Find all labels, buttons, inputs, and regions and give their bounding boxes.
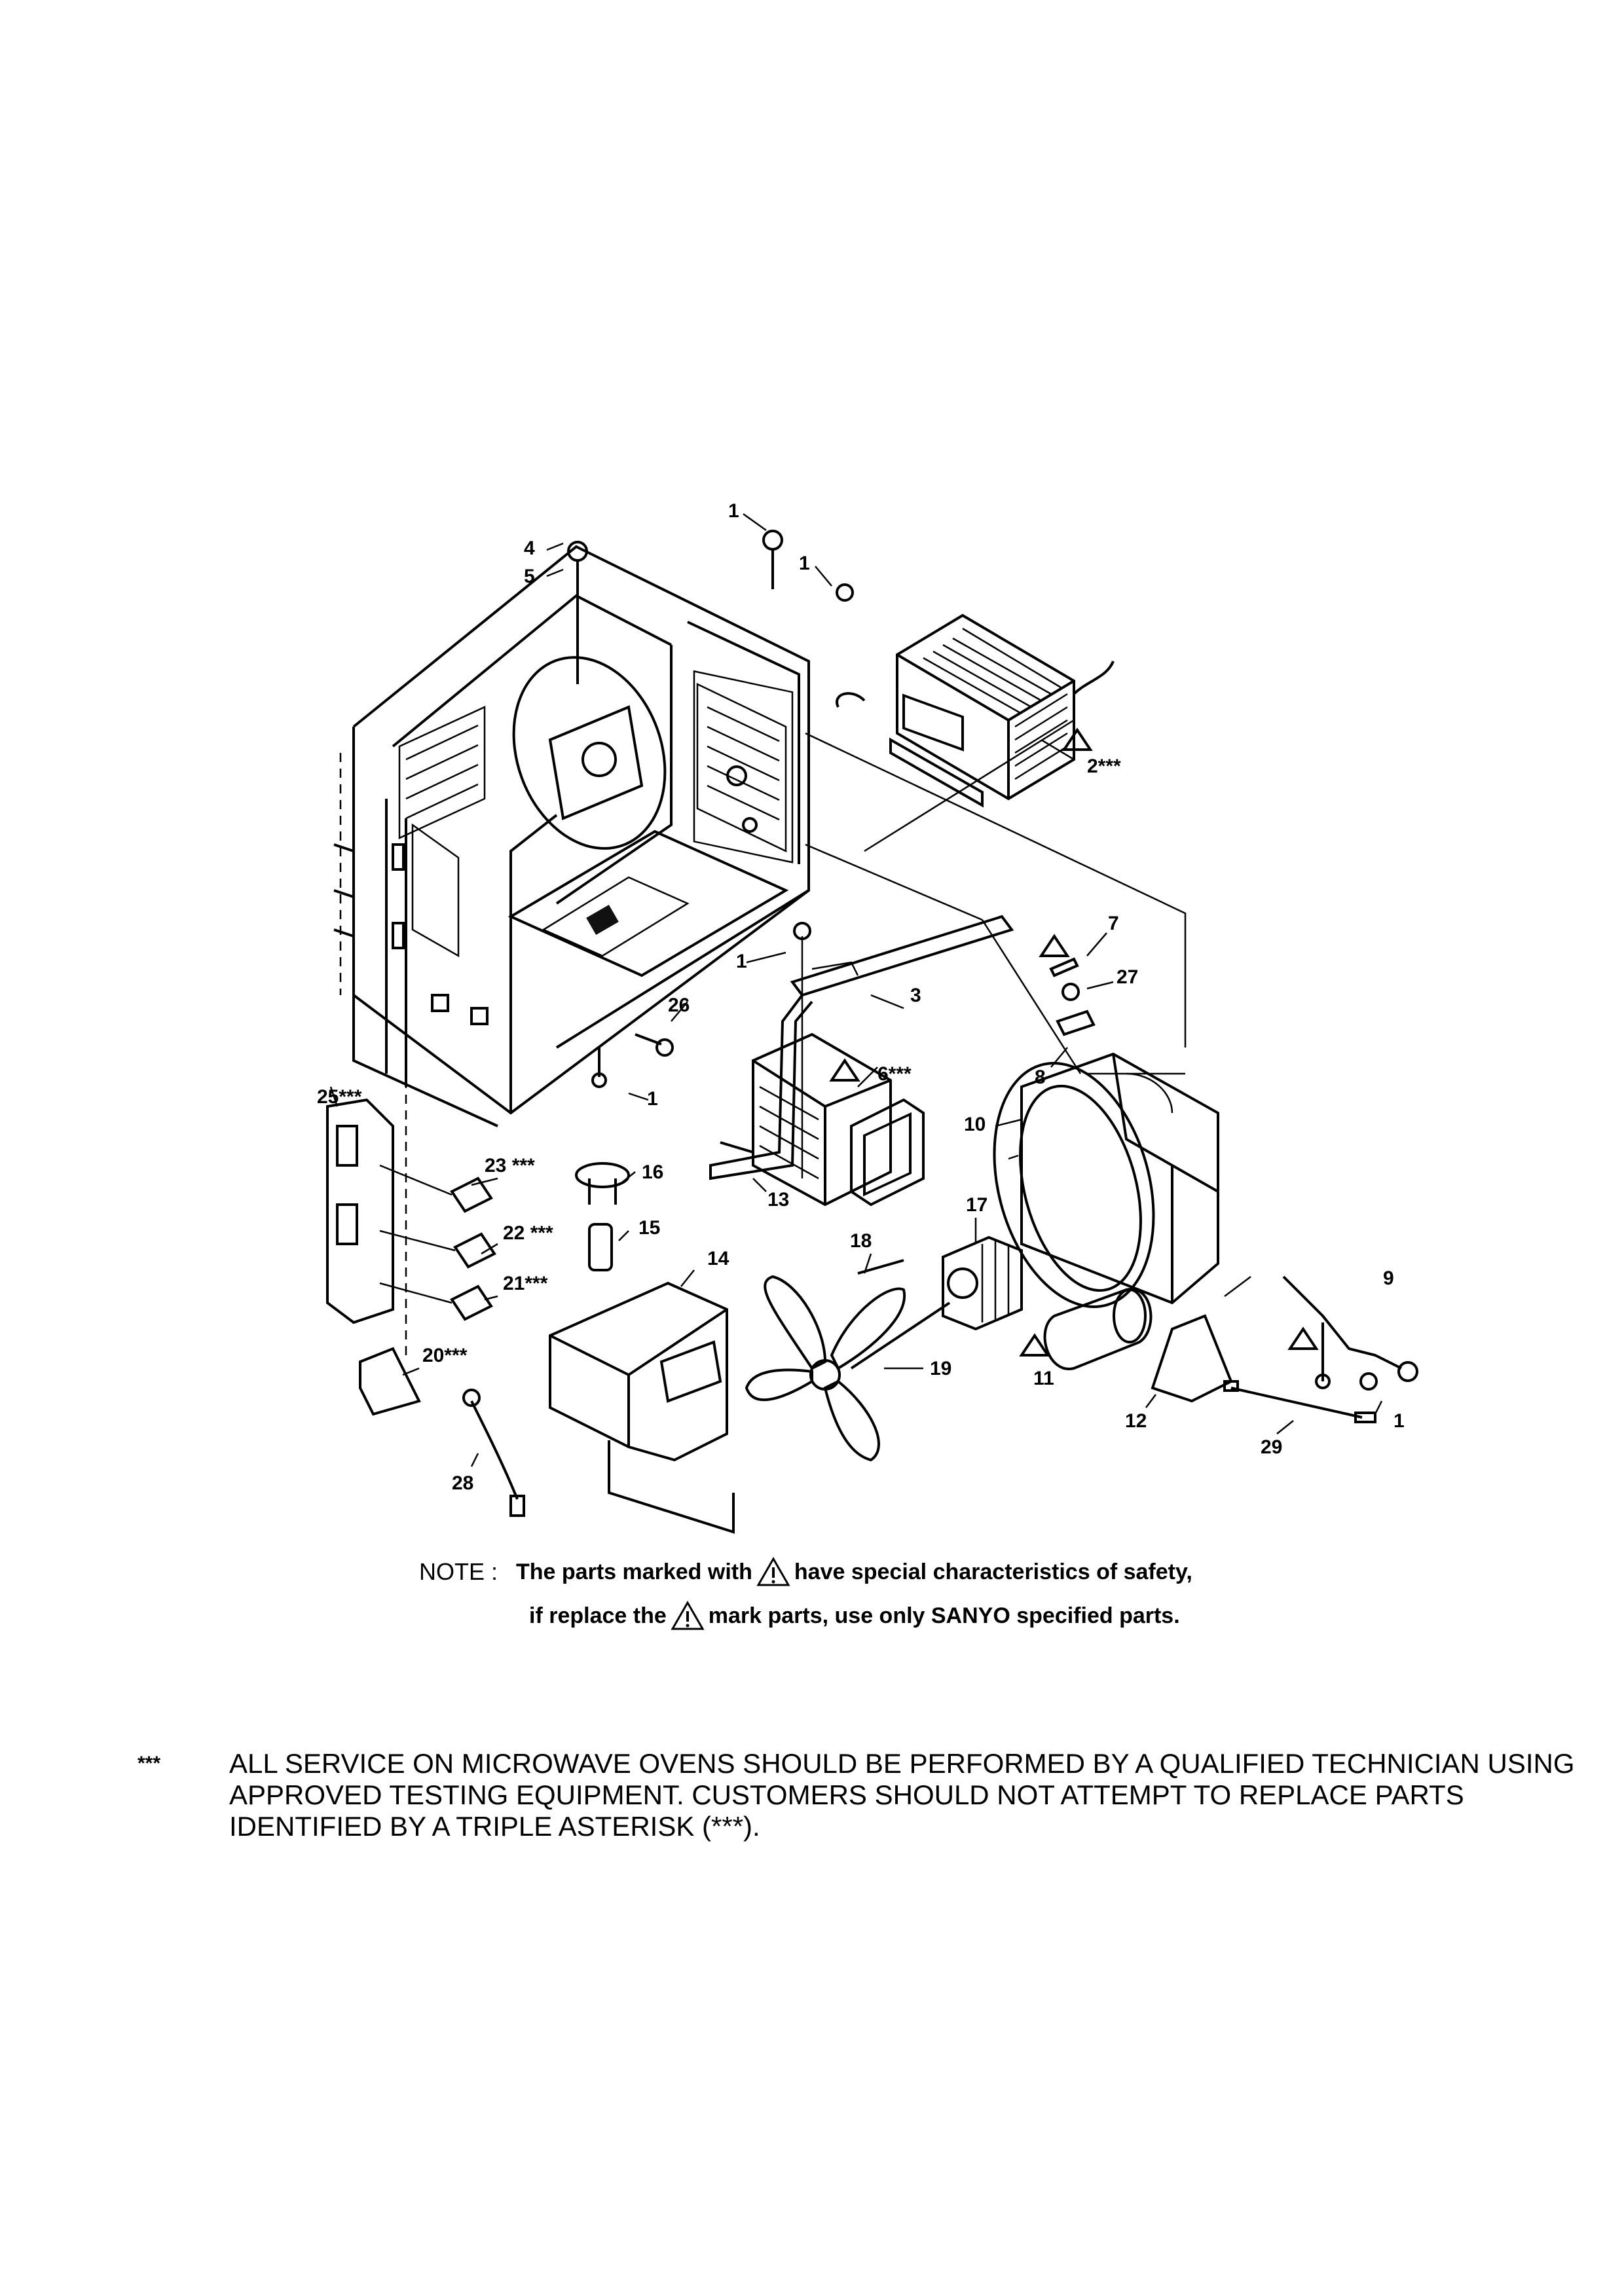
high-voltage-transformer <box>836 613 1115 808</box>
leader-lines <box>329 513 1383 1467</box>
safety-note-line-2: if replace the mark parts, use only SANY… <box>529 1601 1180 1631</box>
part-label-14: 14 <box>707 1248 729 1269</box>
part-label-23: 23 *** <box>485 1155 535 1176</box>
note-text-part-3: if replace the <box>529 1603 667 1628</box>
part-label-22: 22 *** <box>503 1222 553 1244</box>
fan-duct <box>993 1052 1219 1308</box>
part-label-1: 1 <box>736 951 747 972</box>
part-label-15: 15 <box>638 1217 660 1239</box>
note-text-part-2: have special characteristics of safety, <box>794 1559 1192 1584</box>
part-label-11: 11 <box>1033 1368 1054 1389</box>
screw-13 <box>720 1141 754 1154</box>
part-label-26: 26 <box>668 994 690 1016</box>
fuse-holder-8 <box>1056 1010 1096 1036</box>
note-prefix: NOTE : <box>419 1558 498 1585</box>
part-label-19: 19 <box>930 1358 951 1379</box>
magnetron <box>752 1032 925 1207</box>
part-label-7: 7 <box>1108 913 1119 934</box>
note-text-part-1: The parts marked with <box>516 1559 752 1584</box>
part-label-18: 18 <box>850 1230 872 1252</box>
fuse-7 <box>1049 957 1079 977</box>
lever-20 <box>359 1347 421 1416</box>
part-label-10: 10 <box>964 1114 986 1135</box>
part-label-1: 1 <box>647 1088 658 1110</box>
oven-chassis <box>333 530 854 1127</box>
part-label-21: 21*** <box>503 1273 548 1294</box>
part-labels: 1 1 1 1 1 2*** 3 4 5 6*** 7 8 9 10 11 12… <box>317 500 1405 1494</box>
service-warning-text: ALL SERVICE ON MICROWAVE OVENS SHOULD BE… <box>229 1748 1575 1842</box>
fan-blade <box>745 1275 906 1462</box>
bracket-3 <box>709 915 1014 1180</box>
triple-asterisk-mark: *** <box>138 1753 161 1774</box>
fan-motor <box>850 1235 1023 1370</box>
part-label-13: 13 <box>767 1189 789 1211</box>
part-label-3: 3 <box>910 985 921 1006</box>
note-text-part-4: mark parts, use only SANYO specified par… <box>708 1603 1180 1628</box>
warning-triangle-icon <box>671 1601 705 1630</box>
part-label-1: 1 <box>799 553 810 574</box>
perforated-panel-left <box>398 706 486 839</box>
safety-note-line-1: NOTE : The parts marked with have specia… <box>419 1557 1192 1587</box>
part-label-5: 5 <box>524 566 535 587</box>
part-label-9: 9 <box>1383 1267 1394 1289</box>
part-label-2: 2*** <box>1087 756 1121 777</box>
wire-29 <box>1230 1387 1363 1419</box>
air-guide <box>549 1281 735 1534</box>
part-label-20: 20*** <box>422 1345 468 1366</box>
stirrer-motor-mount <box>512 656 667 850</box>
part-label-28: 28 <box>452 1472 473 1494</box>
lamp-assembly <box>575 1162 630 1271</box>
perforated-panel-right <box>696 683 787 852</box>
part-label-4: 4 <box>524 538 535 559</box>
part-label-16: 16 <box>642 1161 663 1183</box>
door-latch-assembly <box>326 1048 407 1362</box>
part-label-1: 1 <box>728 500 739 522</box>
part-label-27: 27 <box>1116 966 1138 988</box>
part-label-12: 12 <box>1125 1410 1147 1432</box>
part-label-6: 6*** <box>877 1063 912 1085</box>
part-label-1: 1 <box>1393 1410 1405 1432</box>
bracket-12 <box>1151 1314 1233 1403</box>
wire-9 <box>1282 1275 1402 1370</box>
warning-triangle-icon <box>756 1557 790 1586</box>
part-label-25: 25*** <box>317 1086 362 1108</box>
safety-mark-icons <box>829 727 1319 1357</box>
part-label-17: 17 <box>966 1194 987 1216</box>
capacitor <box>1043 1288 1153 1370</box>
part-label-29: 29 <box>1261 1436 1282 1458</box>
fuse-holder-27 <box>1061 983 1080 1001</box>
micro-switches <box>379 1164 496 1321</box>
fuse-28 <box>470 1400 519 1500</box>
part-label-8: 8 <box>1035 1066 1046 1088</box>
